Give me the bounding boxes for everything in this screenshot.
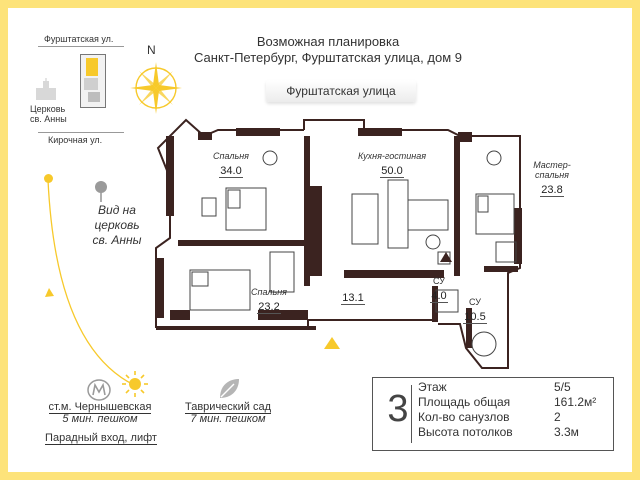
room-name: Спальня [213,151,249,161]
room-name: Кухня-гостиная [357,151,427,161]
floor-plan [155,118,522,369]
leaf-icon [220,379,239,398]
room-area: 34.0 [219,165,243,178]
apartment-info-table: Этаж 5/5 Площадь общая 161.2м² Кол-во са… [418,380,608,440]
room-name-line-1: Мастер- [533,160,571,170]
building-highlight [86,58,98,76]
sunrise-dot [44,174,53,183]
entrance-text: Парадный вход, лифт [45,432,157,445]
compass-north-label: N [147,43,156,57]
room-area: 23.2 [257,301,281,314]
info-value: 2 [554,410,561,424]
room-area: 13.1 [341,292,365,305]
room-area: 23.8 [540,184,564,197]
room-name: СУ [433,276,445,286]
room-name: СУ [469,297,481,307]
room-area: 10.5 [463,311,487,324]
sun-icon [122,371,148,397]
building-block-2 [88,92,100,102]
info-row: Площадь общая 161.2м² [418,395,608,410]
info-label: Высота потолков [418,425,513,439]
view-line-2: церковь [94,218,140,232]
room-master-bedroom: Мастер- спальня 23.8 [526,160,578,198]
room-bedroom-2: Спальня 23.2 [244,287,294,315]
metro-time: 5 мин. пешком [62,413,138,425]
page-title: Возможная планировка Санкт-Петербург, Фу… [158,34,498,66]
page-frame: Возможная планировка Санкт-Петербург, Фу… [8,8,632,472]
entrance-info: Парадный вход, лифт [36,432,166,445]
apartment-info-box [372,377,614,451]
info-row: Кол-во санузлов 2 [418,410,608,425]
map-street-bottom: Кирочная ул. [48,135,103,145]
room-name: Спальня [251,287,287,297]
garden-time: 7 мин. пешком [190,413,266,425]
garden-name-text: Таврический сад [185,401,271,414]
room-area: 4.0 [430,290,448,303]
location-pin-icon [95,181,107,202]
title-line-1: Возможная планировка [256,34,400,49]
church-icon [36,78,56,100]
sun-path-arc [45,179,137,387]
info-value: 5/5 [554,380,571,394]
view-line-1: Вид на [98,203,136,217]
info-value: 161.2м² [554,395,597,409]
room-hall: 13.1 [338,288,368,306]
room-kitchen-living: Кухня-гостиная 50.0 [352,151,432,179]
info-label: Кол-во санузлов [418,410,510,424]
info-label: Площадь общая [418,395,511,409]
metro-name-text: ст.м. Чернышевская [48,401,152,414]
metro-name: ст.м. Чернышевская [38,401,162,414]
street-label: Фурштатская улица [266,80,416,102]
apartment-number: 3 [387,388,409,430]
map-church-line1: Церковь [30,104,66,114]
map-bottom-street-line [38,132,124,133]
room-bath-2: СУ 10.5 [460,297,490,325]
info-label: Этаж [418,380,447,394]
building-block-1 [84,78,98,90]
title-line-2: Санкт-Петербург, Фурштатская улица, дом … [194,50,462,65]
info-row: Высота потолков 3.3м [418,425,608,440]
view-line-3: св. Анны [92,233,142,247]
garden-name: Таврический сад [176,401,280,414]
view-label: Вид на церковь св. Анны [72,203,162,248]
map-church-line2: св. Анны [30,114,67,124]
compass-rose-icon [130,62,182,114]
room-area: 50.0 [380,165,404,178]
room-name-line-2: спальня [535,170,569,180]
info-divider [411,385,412,443]
room-bedroom-1: Спальня 34.0 [206,151,256,179]
info-row: Этаж 5/5 [418,380,608,395]
info-value: 3.3м [554,425,579,439]
map-top-street-line [38,46,124,47]
room-bath-1: СУ 4.0 [424,276,454,304]
map-street-top: Фурштатская ул. [44,34,114,44]
metro-icon [87,379,111,401]
